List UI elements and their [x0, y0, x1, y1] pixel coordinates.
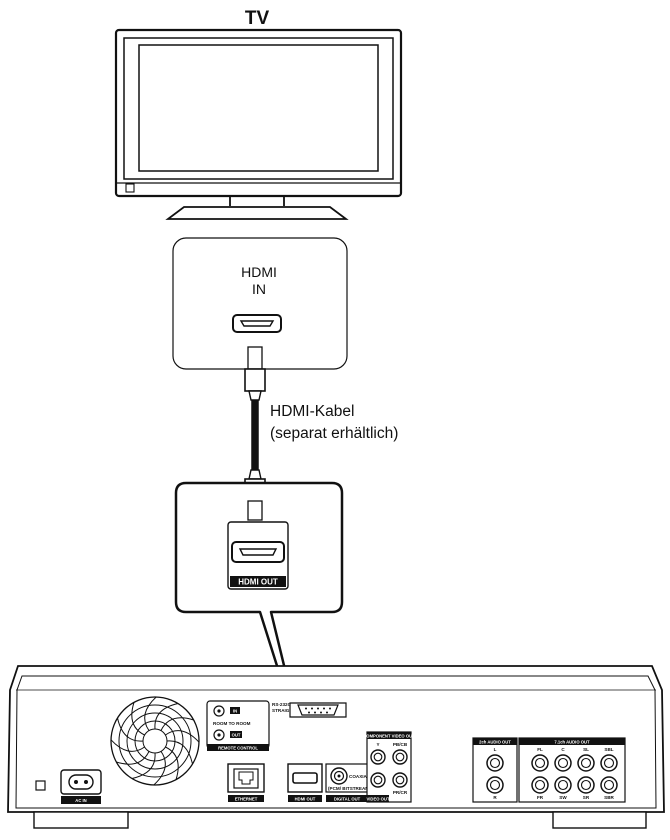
tv-stand — [165, 206, 349, 220]
rs232c-port: RS-232C STRAIGHT — [272, 702, 347, 718]
fan-blade — [165, 746, 179, 780]
rca-jack — [603, 757, 615, 769]
ethernet-port: ETHERNET — [227, 763, 265, 802]
rs232c-pin — [305, 707, 307, 710]
tv-neck — [229, 196, 285, 206]
rca-jack — [557, 779, 569, 791]
ac-in-label: AC IN — [75, 798, 86, 803]
digital-out-coaxial: COAXIAL (PCM/ BITSTREAM) DIGITAL OUT — [325, 763, 371, 802]
rca-jack — [603, 779, 615, 791]
hdmi-in-port-slot — [239, 320, 275, 327]
player-hdmi-panel: HDMI OUT — [174, 481, 344, 766]
room-to-room-label: ROOM TO ROOM — [213, 721, 251, 726]
remote-control-label: REMOTE CONTROL — [218, 746, 258, 751]
rs232c-pin — [308, 711, 310, 714]
rca-jack — [557, 757, 569, 769]
ch-sr-label: SR — [583, 795, 590, 800]
tv-hdmi-panel: HDMI IN — [172, 237, 348, 370]
tv-screen — [138, 44, 379, 172]
ac-in-socket: AC IN — [60, 769, 102, 804]
component-pr-label: PR/CR — [393, 790, 408, 795]
ch-fr-label: FR — [537, 795, 544, 800]
cable-top-strain-relief — [248, 390, 262, 401]
rca-jack — [580, 757, 592, 769]
digital-out-label: DIGITAL OUT — [334, 797, 361, 802]
cable-plug-tip-overlay — [247, 500, 263, 521]
rs232c-pin — [320, 711, 322, 714]
remote-control-block: IN ROOM TO ROOM OUT REMOTE CONTROL — [206, 700, 270, 751]
tv-bezel — [114, 28, 403, 198]
tv-label: TV — [245, 8, 270, 29]
pcm-bitstream-label: (PCM/ BITSTREAM) — [328, 786, 371, 791]
component-video-out-label: COMPONENT VIDEO OUT — [363, 734, 415, 739]
fan-blade — [166, 740, 193, 765]
rs232c-pin — [311, 707, 313, 710]
audio-2ch-label: 2ch AUDIO OUT — [479, 740, 511, 745]
fan-blade — [165, 730, 200, 743]
rs232c-pin — [323, 707, 325, 710]
ch-fl-label: FL — [537, 747, 543, 752]
cable-top-plug-tip — [247, 346, 263, 370]
rear-hdmi-out-port: HDMI OUT — [287, 763, 323, 802]
fan-blade — [131, 752, 156, 779]
ch-sbr-label: SBR — [604, 795, 614, 800]
ch-c-label: C — [561, 747, 565, 752]
video-out-label: VIDEO OUT — [366, 797, 389, 802]
hdmi-out-port-slot — [238, 548, 278, 556]
ch-sl-label: SL — [583, 747, 589, 752]
component-pb-label: PB/CB — [393, 742, 408, 747]
hdmi-out-label-bg — [230, 576, 286, 587]
audio-2ch-r-label: R — [493, 795, 497, 800]
ethernet-label: ETHERNET — [235, 797, 258, 802]
fan-blade — [116, 751, 150, 765]
player-rear-panel: AC IN IN ROOM TO ROOM OUT REMOTE CONTROL… — [7, 665, 665, 829]
tv-power-indicator — [125, 183, 135, 193]
fan-blade — [153, 751, 166, 786]
ch-sbl-label: SBL — [604, 747, 613, 752]
player-foot-right — [552, 811, 647, 829]
rca-jack — [580, 779, 592, 791]
ch-sw-label: SW — [559, 795, 567, 800]
rca-jack — [534, 779, 546, 791]
remote-out-label: OUT — [232, 733, 241, 738]
rs232c-pin — [329, 707, 331, 710]
cable-label-line1: HDMI-Kabel — [270, 403, 354, 420]
fan-blade — [154, 703, 179, 730]
hdmi-in-label-line1: HDMI — [241, 264, 277, 280]
remote-in-label: IN — [233, 709, 237, 714]
component-y-label: Y — [376, 742, 379, 747]
audio-2ch-l-label: L — [494, 747, 497, 752]
rs232c-label: RS-232C — [272, 702, 292, 707]
rs232c-pin — [314, 711, 316, 714]
player-power-square — [35, 780, 46, 791]
fan-blade — [117, 717, 144, 742]
cable-label-line2: (separat erhältlich) — [270, 425, 398, 442]
rs232c-pin — [317, 707, 319, 710]
rear-hdmi-out-label: HDMI OUT — [295, 797, 316, 802]
audio-71ch-block: 7.1ch AUDIO OUT FL C SL SBL FR SW SR SBR — [518, 737, 626, 803]
audio-71ch-label: 7.1ch AUDIO OUT — [554, 740, 590, 745]
fan-blade — [131, 702, 145, 736]
audio-2ch-block: 2ch AUDIO OUT L R — [472, 737, 518, 803]
fan-blade — [144, 696, 157, 731]
cable-bottom-strain-relief — [248, 469, 262, 480]
coaxial-label: COAXIAL — [349, 774, 370, 779]
audio-71ch-jacks — [531, 754, 618, 794]
fan-blade — [160, 717, 194, 731]
rs232c-straight-label: STRAIGHT — [272, 708, 296, 713]
tv-screen-frame — [123, 37, 394, 180]
rs232c-pin — [326, 711, 328, 714]
cable-top-plug-body — [244, 368, 266, 392]
hdmi-out-label: HDMI OUT — [238, 578, 278, 587]
fan-blade — [110, 739, 145, 752]
video-out-block: COMPONENT VIDEO OUT Y PB/CB PR/CR VIDEO … — [363, 731, 415, 803]
rca-jack — [534, 757, 546, 769]
cooling-fan — [110, 696, 200, 786]
tv: TV — [114, 8, 403, 220]
player-foot-left — [33, 811, 129, 829]
hdmi-in-label-line2: IN — [252, 281, 266, 297]
cable-wire — [251, 399, 259, 471]
